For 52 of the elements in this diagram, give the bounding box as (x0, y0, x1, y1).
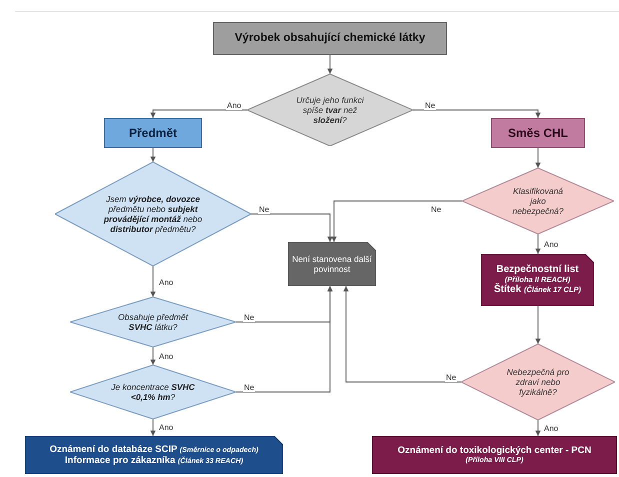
question-text: Obsahuje předmět SVHC látku? (117, 312, 190, 332)
edge-label: Ne (430, 205, 442, 214)
result-box (288, 242, 376, 286)
arrow (535, 420, 541, 436)
arrow (327, 54, 333, 74)
edge-label: Ano (158, 278, 174, 287)
result-box (25, 436, 283, 474)
question-text: Klasifikovaná jako nebezpečná? (511, 186, 565, 216)
decision-diamond (70, 365, 236, 419)
arrow (150, 266, 156, 298)
edge-label: Ano (543, 424, 560, 433)
question-text: Je koncentrace SVHC <0,1% hm? (110, 382, 196, 402)
node-text: Předmět (128, 126, 178, 140)
arrow (250, 214, 333, 242)
decision-diamond (461, 344, 615, 420)
arrow (331, 200, 462, 242)
arrow (150, 346, 156, 366)
edge-label: Ne (243, 383, 256, 392)
edge-label: Ne (243, 313, 256, 322)
arrow (535, 148, 541, 168)
arrow (412, 110, 541, 118)
edge-label: Ne (258, 205, 270, 214)
result-box (372, 436, 617, 474)
arrow (150, 148, 156, 162)
decision-diamond (462, 168, 614, 234)
category-box (104, 118, 202, 148)
decision-diamond (55, 162, 251, 266)
arrow (150, 110, 248, 118)
question-text: Nebezpečná pro zdraví nebo fyzikálně? (506, 366, 570, 398)
question-text: Určuje jeho funkci spíše tvar než složení? (295, 94, 365, 126)
decision-diamond (247, 74, 413, 146)
node-text: Směs CHL (508, 126, 568, 140)
node-text: Oznámení do toxikologických center - PCN (398, 445, 592, 456)
node-text: Bezpečnostní list (496, 264, 579, 276)
question-text: Jsem výrobce, dovozce předmětu nebo subjekt provádějící montáž nebo distributor předmětu? (103, 194, 203, 234)
arrow (535, 234, 541, 254)
arrow (236, 286, 333, 392)
edge-label: Ne (445, 373, 458, 382)
arrow (343, 286, 462, 382)
start-box (213, 22, 447, 55)
decision-diamond (70, 297, 236, 347)
edge-label: Ano (158, 352, 174, 361)
arrow (150, 418, 156, 436)
edge-label: Ano (226, 101, 242, 110)
arrow (535, 306, 541, 344)
edge-label: Ne (424, 101, 436, 110)
result-box (481, 254, 594, 306)
category-box (491, 118, 585, 148)
node-text: Výrobek obsahující chemické látky (234, 32, 426, 46)
edge-label: Ano (543, 240, 560, 249)
node-text: Není stanovena další povinnost (292, 254, 372, 274)
edge-label: Ano (158, 423, 174, 432)
